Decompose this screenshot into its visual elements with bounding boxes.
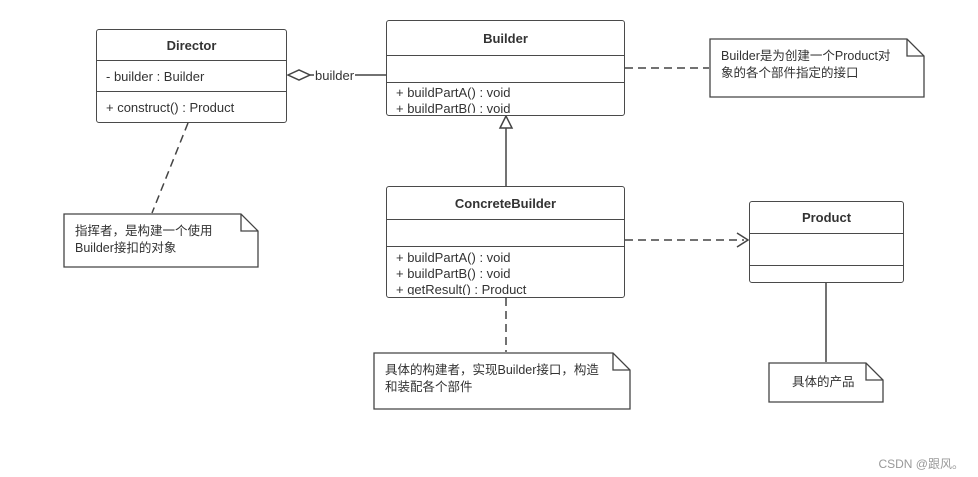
note-text-line: 和装配各个部件 — [385, 380, 473, 394]
note-concrete-builder[interactable]: 具体的构建者，实现Builder接口，构造 和装配各个部件 — [373, 352, 631, 410]
operations-section: + buildPartA() : void + buildPartB() : v… — [387, 247, 624, 295]
operation: + getResult() : Product — [396, 282, 527, 295]
class-title: Director — [97, 30, 286, 61]
operations-section: + construct() : Product — [97, 92, 286, 116]
operations-section: + buildPartA() : void + buildPartB() : v… — [387, 83, 624, 113]
operation: + buildPartA() : void — [396, 85, 511, 100]
note-shape — [373, 352, 631, 410]
operation: + construct() : Product — [106, 100, 235, 115]
note-text-line: 指挥者，是构建一个使用 — [75, 224, 213, 238]
note-anchor-director — [151, 122, 189, 214]
generalization-arrowhead — [498, 114, 514, 129]
class-builder[interactable]: Builder + buildPartA() : void + buildPar… — [386, 20, 625, 116]
watermark: CSDN @跟风。 — [878, 457, 964, 471]
note-text-line: Builder是为创建一个Product对 — [721, 49, 891, 63]
note-text-line: 具体的构建者，实现Builder接口，构造 — [385, 363, 599, 377]
operation: + buildPartB() : void — [396, 101, 511, 113]
attributes-section: - builder : Builder — [97, 61, 286, 92]
note-shape — [709, 38, 925, 98]
note-text-line: 具体的产品 — [792, 375, 855, 389]
class-title: ConcreteBuilder — [387, 187, 624, 220]
attribute: - builder : Builder — [106, 69, 205, 84]
dependency-arrowhead — [736, 232, 750, 248]
association-role-label: builder — [314, 68, 356, 83]
class-title: Product — [750, 202, 903, 234]
attributes-section — [387, 56, 624, 83]
note-text-line: Builder接扣的对象 — [75, 241, 177, 255]
note-shape — [768, 362, 884, 403]
note-director[interactable]: 指挥者，是构建一个使用 Builder接扣的对象 — [63, 213, 259, 268]
note-shape — [63, 213, 259, 268]
attributes-section — [750, 234, 903, 266]
note-builder[interactable]: Builder是为创建一个Product对 象的各个部件指定的接口 — [709, 38, 925, 98]
operation: + buildPartA() : void — [396, 250, 511, 265]
class-concrete-builder[interactable]: ConcreteBuilder + buildPartA() : void + … — [386, 186, 625, 298]
aggregation-diamond — [286, 69, 312, 81]
note-text-line: 象的各个部件指定的接口 — [721, 66, 859, 80]
class-title: Builder — [387, 21, 624, 56]
operation: + buildPartB() : void — [396, 266, 511, 281]
class-product[interactable]: Product — [749, 201, 904, 283]
class-director[interactable]: Director - builder : Builder + construct… — [96, 29, 287, 123]
attributes-section — [387, 220, 624, 247]
note-product[interactable]: 具体的产品 — [768, 362, 884, 403]
